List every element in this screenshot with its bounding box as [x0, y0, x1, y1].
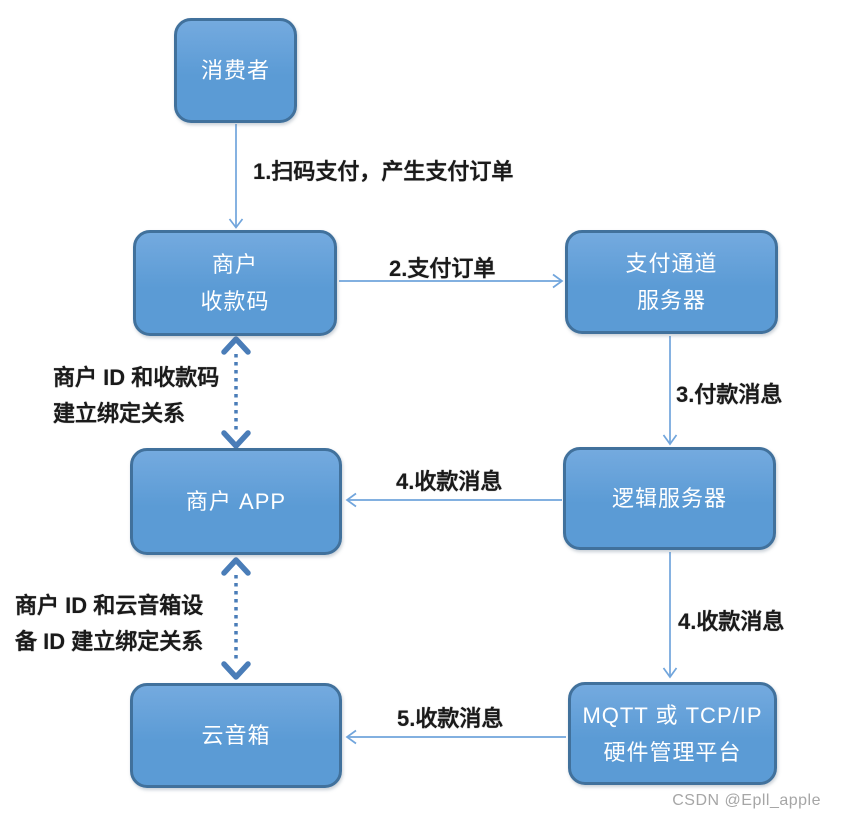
node-mqtt-platform-line2: 硬件管理平台 [603, 739, 742, 765]
node-merchant-app: 商户 APP [130, 448, 342, 555]
edge-label-step5: 5.收款消息 [397, 706, 504, 731]
arrow-payment-channel-to-logic-server [662, 336, 678, 446]
node-cloud-speaker: 云音箱 [130, 683, 342, 788]
node-mqtt-platform: MQTT 或 TCP/IP 硬件管理平台 [568, 682, 777, 785]
binding-label-merchant-code-line1: 商户 ID 和收款码 [53, 365, 220, 390]
binding-label-cloud-speaker: 商户 ID 和云音箱设 备 ID 建立绑定关系 [15, 588, 203, 660]
edge-label-step4-vertical: 4.收款消息 [678, 609, 785, 634]
edge-label-step2: 2.支付订单 [389, 256, 496, 281]
node-consumer: 消费者 [174, 18, 297, 123]
arrow-logic-server-to-merchant-app [345, 492, 562, 508]
csdn-watermark: CSDN @Epll_apple [672, 792, 821, 809]
node-merchant-code-line1: 商户 [211, 252, 258, 277]
node-logic-server: 逻辑服务器 [563, 447, 776, 550]
node-consumer-label: 消费者 [200, 58, 270, 83]
binding-label-merchant-code-line2: 建立绑定关系 [53, 401, 186, 426]
node-merchant-app-label: 商户 APP [185, 489, 287, 514]
node-cloud-speaker-label: 云音箱 [201, 723, 271, 748]
arrow-logic-server-to-mqtt-platform [662, 552, 678, 679]
edge-label-step4-horizontal: 4.收款消息 [396, 469, 503, 494]
node-payment-channel: 支付通道 服务器 [565, 230, 778, 334]
node-merchant-code-line2: 收款码 [200, 289, 270, 314]
node-logic-server-label: 逻辑服务器 [611, 486, 727, 511]
binding-label-cloud-speaker-line1: 商户 ID 和云音箱设 [15, 593, 204, 618]
node-merchant-code: 商户 收款码 [133, 230, 337, 336]
binding-label-merchant-code: 商户 ID 和收款码 建立绑定关系 [53, 360, 219, 432]
node-mqtt-platform-line1: MQTT 或 TCP/IP [582, 702, 763, 728]
arrow-consumer-to-merchant-code [228, 124, 244, 229]
dashed-arrow-merchant-code-merchant-app [221, 336, 251, 449]
node-payment-channel-line2: 服务器 [636, 288, 706, 313]
node-payment-channel-line1: 支付通道 [625, 251, 718, 276]
binding-label-cloud-speaker-line2: 备 ID 建立绑定关系 [15, 629, 204, 654]
arrow-merchant-code-to-payment-channel [339, 273, 564, 289]
edge-label-step1: 1.扫码支付，产生支付订单 [253, 159, 514, 184]
dashed-arrow-merchant-app-cloud-speaker [221, 557, 251, 680]
edge-label-step3: 3.付款消息 [676, 382, 783, 407]
arrow-mqtt-platform-to-cloud-speaker [345, 729, 566, 745]
